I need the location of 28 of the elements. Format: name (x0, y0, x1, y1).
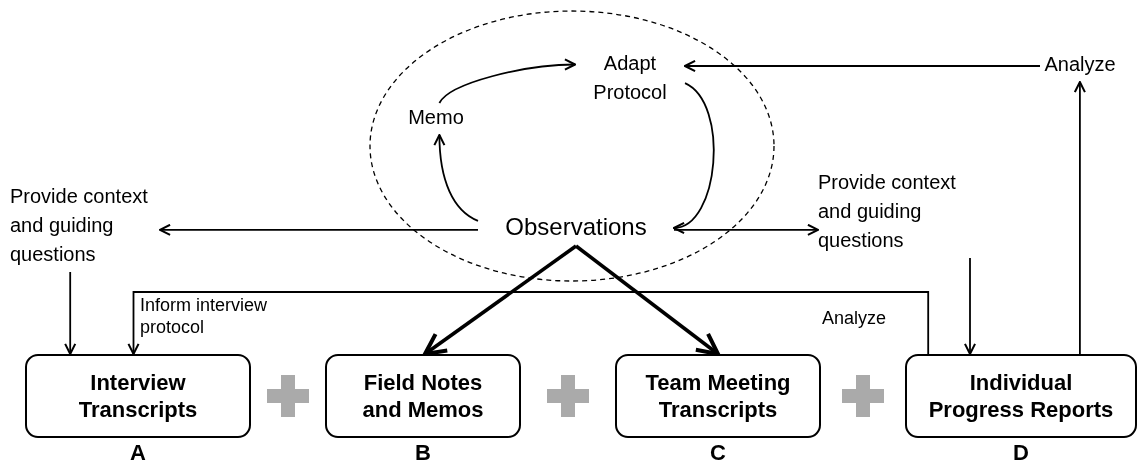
arrow (159, 223, 479, 236)
arrow (1073, 81, 1086, 355)
box-letter: C (709, 440, 727, 466)
process-box: Team Meeting Transcripts (615, 354, 821, 438)
box-letter: B (414, 440, 432, 466)
step-label: Provide context and guiding questions (818, 168, 968, 258)
arrow (684, 59, 1041, 73)
arrow (673, 223, 819, 236)
step-label: Memo (402, 103, 470, 135)
process-box: Field Notes and Memos (325, 354, 521, 438)
step-label: Adapt Protocol (575, 49, 685, 111)
arrow (963, 257, 977, 355)
arrow (64, 271, 77, 355)
arrow (127, 291, 930, 355)
process-box: Individual Progress Reports (905, 354, 1137, 438)
note-label: Analyze (822, 307, 888, 329)
arrow (423, 244, 578, 356)
arrow (433, 134, 479, 222)
arrow (574, 244, 720, 356)
box-letter: A (129, 440, 147, 466)
arrow (673, 82, 715, 232)
step-label: Observations (478, 210, 674, 246)
box-letter: D (1012, 440, 1030, 466)
process-box: Interview Transcripts (25, 354, 251, 438)
dashed-ellipse (369, 10, 775, 282)
step-label: Analyze (1040, 50, 1120, 82)
step-label: Provide context and guiding questions (10, 182, 160, 272)
arrow (438, 58, 576, 104)
